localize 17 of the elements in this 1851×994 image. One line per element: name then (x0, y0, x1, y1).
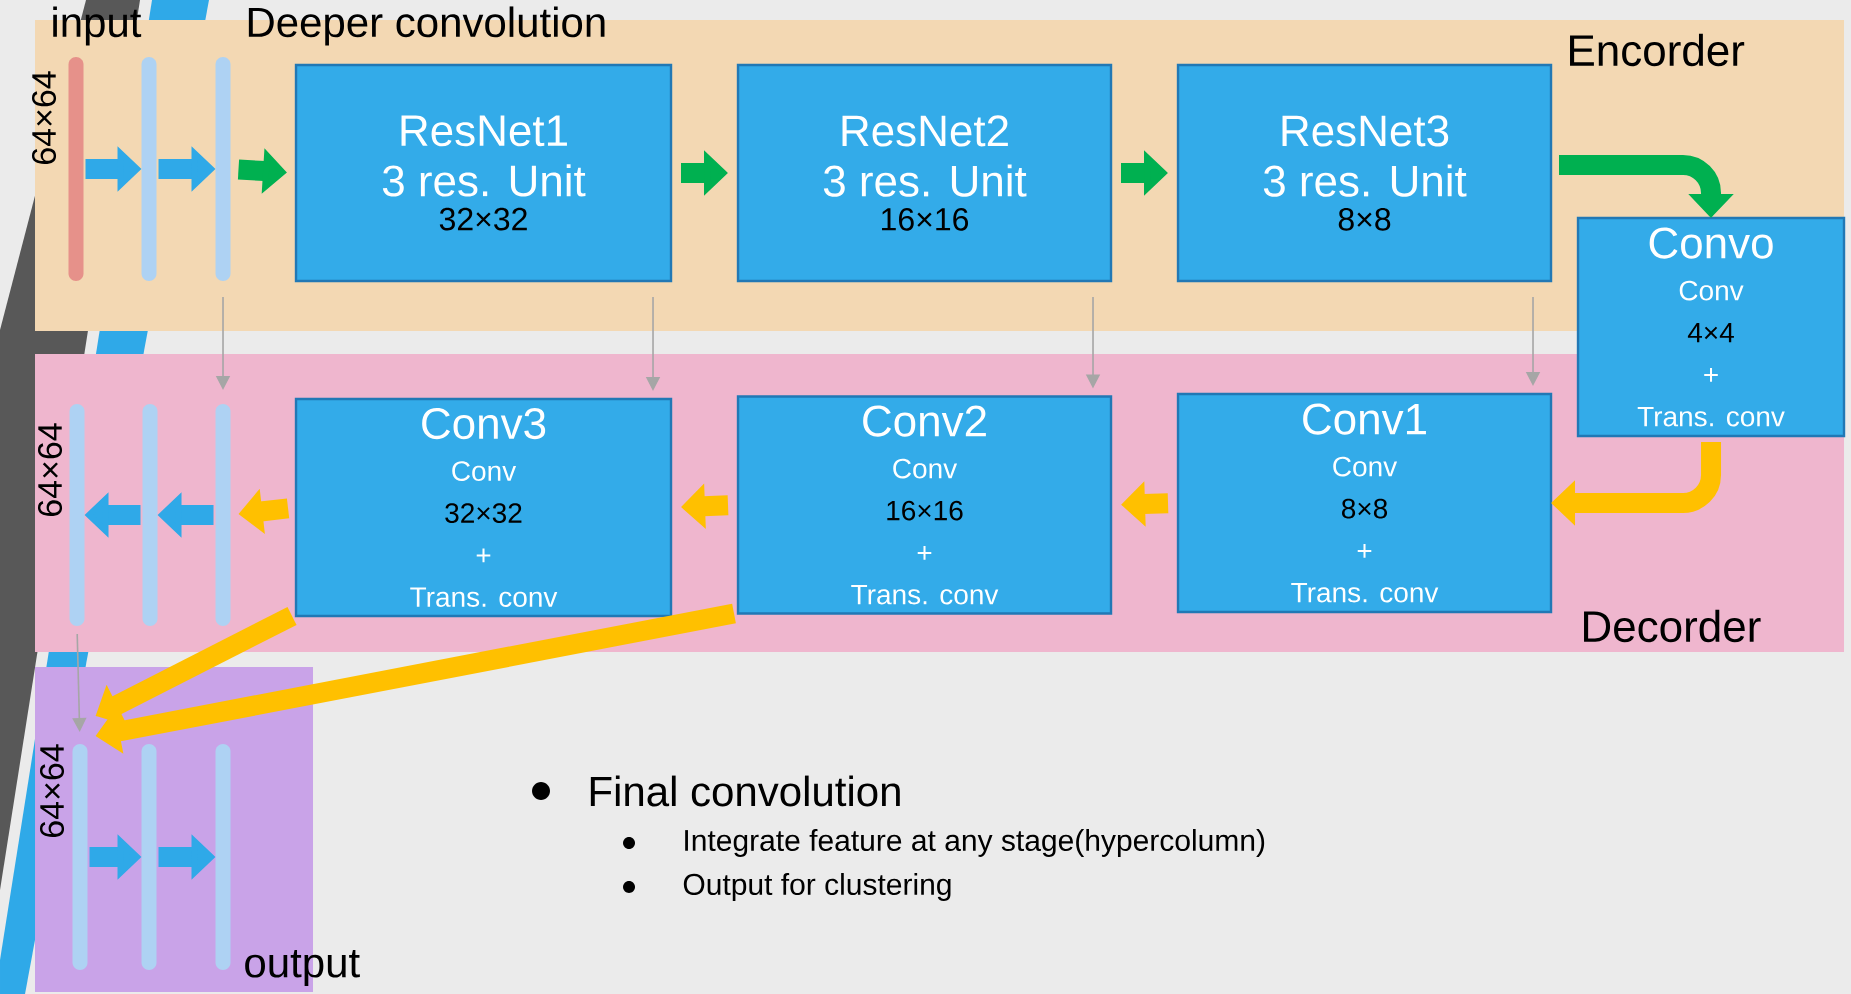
caption-label: output (245, 950, 360, 986)
conv-box: Conv1 Conv 8×8 + Trans. conv (1176, 392, 1553, 614)
resnet-box: ResNet1 3 res. Unit 32×32 (294, 63, 673, 283)
resnet-box: ResNet2 3 res. Unit 16×16 (736, 63, 1113, 283)
size-label: 64×64 (31, 71, 57, 164)
bullet-heading: Final convolution (590, 775, 900, 807)
conv-box: Conv3 Conv 32×32 + Trans. conv (294, 397, 673, 618)
bullet-item: Output for clustering (683, 873, 951, 901)
size-label: 64×64 (37, 423, 63, 516)
conv-box: Convo Conv 4×4 + Trans. conv (1576, 216, 1846, 438)
panel-heading: Decorder (1584, 609, 1761, 643)
size-label: 64×64 (39, 744, 65, 837)
panel-heading: Encorder (1570, 33, 1745, 67)
resnet-box: ResNet3 3 res. Unit 8×8 (1176, 63, 1553, 283)
conv-box: Conv2 Conv 16×16 + Trans. conv (736, 395, 1113, 615)
caption-label: Deeper convolution (248, 6, 605, 46)
bullet-item: Integrate feature at any stage(hypercolumn) (685, 829, 1265, 857)
